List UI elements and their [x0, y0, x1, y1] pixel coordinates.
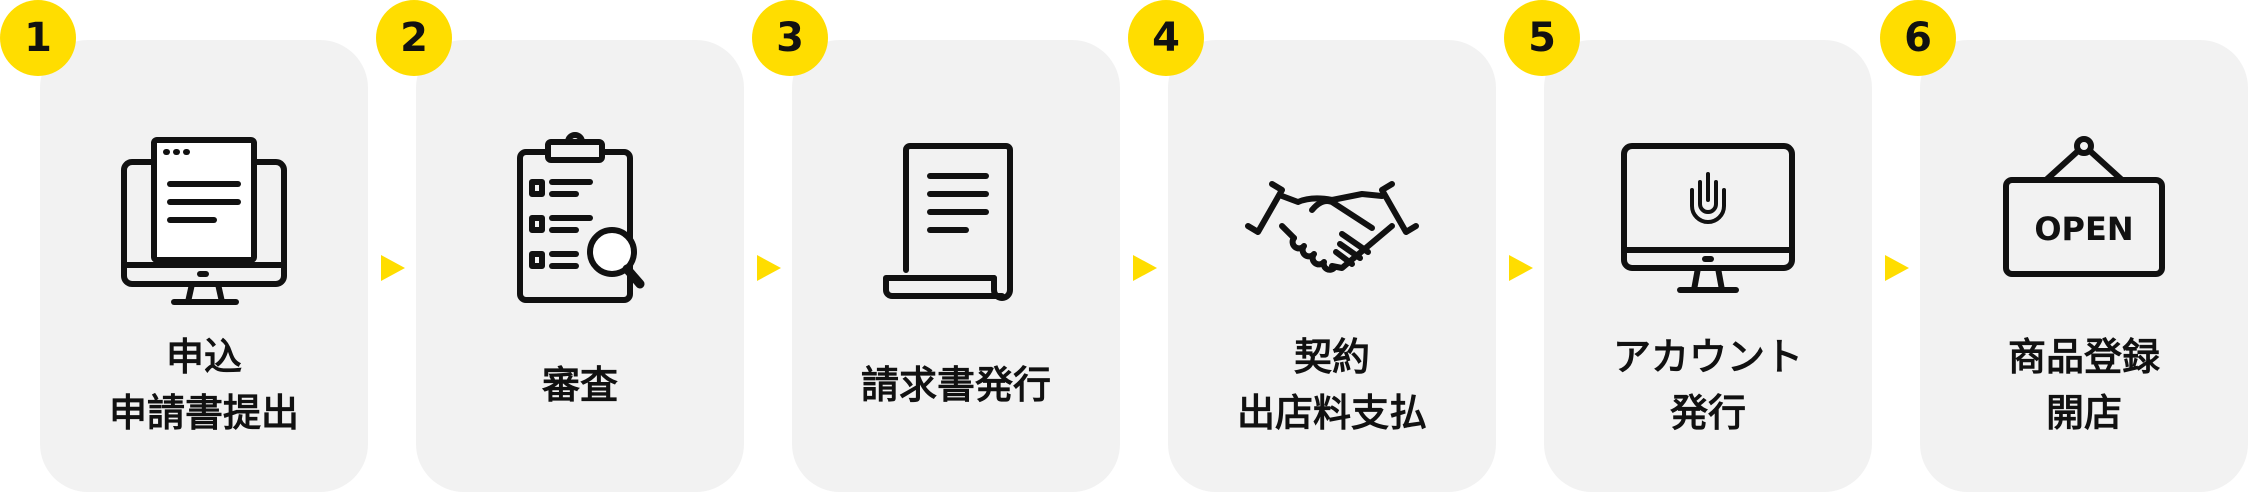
step-card: [792, 40, 1120, 492]
step-number-badge: 4: [1128, 0, 1204, 76]
arrow-right-icon: [757, 255, 781, 281]
step-2: 2 審査: [376, 0, 746, 496]
label-line: 発行: [1669, 391, 1746, 435]
label-line: アカウント: [1612, 335, 1803, 379]
arrow-right-icon: [1509, 255, 1533, 281]
step-number-badge: 3: [752, 0, 828, 76]
step-label: 審査: [416, 330, 744, 440]
handshake-icon: [1245, 181, 1419, 273]
step-label: 申込申請書提出: [40, 330, 368, 440]
label-line: 契約: [1293, 335, 1370, 379]
open-sign-text: OPEN: [2034, 210, 2133, 248]
label-line: 申請書提出: [108, 391, 299, 435]
step-label: 請求書発行: [792, 330, 1120, 440]
arrow-right-icon: [381, 255, 405, 281]
arrow-right-icon: [1885, 255, 1909, 281]
label-line: 開店: [2045, 391, 2122, 435]
computer-document-icon: [121, 137, 287, 305]
label-line: 申込: [165, 335, 242, 379]
step-1: 1 申込申請書提出: [0, 0, 370, 496]
open-sign-icon: OPEN: [2003, 136, 2165, 277]
step-4: 4 契約出店料支払: [1128, 0, 1498, 496]
step-number-badge: 5: [1504, 0, 1580, 76]
arrow-right-icon: [1133, 255, 1157, 281]
step-3: 3 請求書発行: [752, 0, 1122, 496]
step-card: [416, 40, 744, 492]
step-number-badge: 1: [0, 0, 76, 76]
step-6: 6 OPEN 商品登録開店: [1880, 0, 2248, 496]
invoice-scroll-icon: [883, 143, 1013, 301]
label-line: 商品登録: [2007, 335, 2160, 379]
label-line: 審査: [541, 363, 618, 407]
step-label: 商品登録開店: [1920, 330, 2248, 440]
label-line: 出店料支払: [1236, 391, 1427, 435]
step-number-badge: 6: [1880, 0, 1956, 76]
step-label: アカウント発行: [1544, 330, 1872, 440]
monitor-fingerprint-icon: [1621, 143, 1795, 293]
step-number-badge: 2: [376, 0, 452, 76]
step-label: 契約出店料支払: [1168, 330, 1496, 440]
label-line: 請求書発行: [860, 363, 1051, 407]
step-card: [1920, 40, 2248, 492]
step-5: 5 アカウント発行: [1504, 0, 1874, 496]
clipboard-search-icon: [517, 132, 645, 303]
